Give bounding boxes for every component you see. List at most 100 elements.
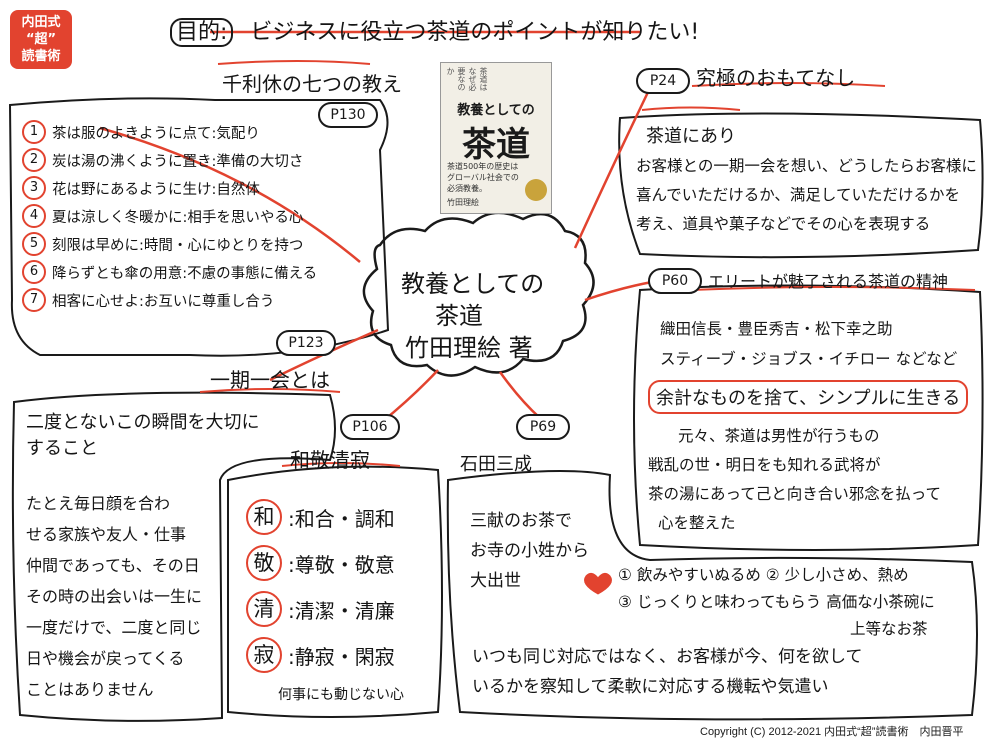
wakei-page: P106 [340, 414, 400, 440]
mitsunari-line3: 大出世 [470, 571, 521, 591]
rikyu-rule-7: 7 相客に心せよ:お互いに尊重し合う [22, 286, 382, 314]
wakei-title: 和敬清寂 [290, 448, 370, 472]
book-title: 茶道 [462, 125, 530, 165]
ichigo-body3: 仲間であっても、その日 [26, 556, 200, 575]
elite-body3: 茶の湯にあって己と向き合い邪念を払って [648, 485, 941, 503]
book-desc1: 茶道500年の歴史は [447, 162, 519, 171]
wakei-text: :和合・調和 [288, 506, 395, 531]
wakei-kanji: 和 [246, 499, 282, 535]
ichigo-body6: 日や機会が戻ってくる [26, 649, 185, 668]
omotenashi-page: P24 [636, 68, 690, 94]
book-subtitle: 教養としての [457, 103, 535, 118]
elite-title: エリートが魅了される茶道の精神 [708, 272, 949, 291]
elite-names1: 織田信長・豊臣秀吉・松下幸之助 [660, 320, 893, 338]
elite-names2: スティーブ・ジョブス・イチロー などなど [660, 350, 958, 368]
book-cover: 茶道はなぜ必要なのか 教養としての 茶道 茶道500年の歴史は グローバル社会で… [440, 62, 552, 214]
ichigo-lead: 二度とないこの瞬間を大切に すること [26, 410, 259, 462]
omotenashi-line2: 喜んでいただけるか、満足していただけるかを [636, 186, 960, 204]
rikyu-rule-6: 6 降らずとも傘の用意:不慮の事態に備える [22, 258, 382, 286]
rule-text: 花は野にあるように生け:自然体 [52, 181, 260, 198]
wakei-text: :清潔・清廉 [288, 598, 395, 623]
mitsunari-line1: 三献のお茶で [470, 511, 572, 531]
ichigo-body4: その時の出会いは一生に [26, 587, 203, 606]
omotenashi-sub: 茶道にあり [646, 126, 736, 147]
elite-body4: 心を整えた [658, 514, 736, 532]
rikyu-rules: 1 茶は服のよきように点て:気配り 2 炭は湯の沸くように置き:準備の大切さ 3 花は… [22, 118, 382, 314]
wakei-text: :静寂・閑寂 [288, 644, 395, 669]
copyright: Copyright (C) 2012-2021 内田式“超”読書術 内田晋平 [700, 726, 964, 738]
wakei-row-2: 敬:尊敬・敬意 [246, 540, 395, 586]
brand-badge: 内田式 “超” 読書術 [10, 10, 72, 69]
rikyu-title: 千利休の七つの教え [222, 72, 402, 96]
elite-page: P60 [648, 268, 702, 294]
rule-number: 4 [22, 204, 46, 228]
wakei-kanji: 寂 [246, 637, 282, 673]
badge-line1: 内田式 [21, 15, 61, 30]
ichigo-body5: 一度だけで、二度と同じ [26, 618, 202, 637]
mitsunari-line2: お寺の小姓から [470, 541, 589, 561]
book-author: 竹田理絵 [447, 198, 479, 207]
elite-body2: 戦乱の世・明日をも知れる武将が [648, 456, 881, 474]
mitsunari-items1: ① 飲みやすいぬるめ ② 少し小さめ、熱め [618, 566, 909, 584]
omotenashi-title: 究極のおもてなし [696, 66, 856, 90]
elite-names: 織田信長・豊臣秀吉・松下幸之助 スティーブ・ジョブス・イチロー などなど [660, 314, 957, 374]
wakei-text: :尊敬・敬意 [288, 552, 395, 577]
badge-line2: “超” [25, 32, 57, 47]
rule-text: 夏は涼しく冬暖かに:相手を思いやる心 [52, 209, 304, 226]
rule-number: 6 [22, 260, 46, 284]
ichigo-body7: ことはありません [26, 680, 154, 699]
ichigo-body: たとえ毎日顔を合わ せる家族や友人・仕事 仲間であっても、その日 その時の出会い… [26, 488, 202, 705]
rule-text: 炭は湯の沸くように置き:準備の大切さ [52, 153, 304, 170]
wakei-kanji: 清 [246, 591, 282, 627]
wakei-rows: 和:和合・調和 敬:尊敬・敬意 清:清潔・清廉 寂:静寂・閑寂 [246, 494, 395, 678]
mitsunari-footer2: いるかを察知して柔軟に対応する機転や気遣い [472, 677, 829, 697]
elite-body1: 元々、茶道は男性が行うもの [678, 427, 880, 445]
rule-number: 2 [22, 148, 46, 172]
wakei-row-4: 寂:静寂・閑寂 [246, 632, 395, 678]
mitsunari-items3: 上等なお茶 [850, 620, 928, 638]
ichigo-title: 一期一会とは [210, 368, 330, 392]
purpose-label: 目的: [170, 18, 234, 47]
book-desc2: グローバル社会での [447, 173, 519, 182]
rule-text: 降らずとも傘の用意:不慮の事態に備える [52, 265, 318, 282]
mitsunari-outline [446, 470, 978, 721]
omotenashi-body: お客様との一期一会を想い、どうしたらお客様に 喜んでいただけるか、満足していただ… [636, 152, 977, 239]
rikyu-rule-2: 2 炭は湯の沸くように置き:準備の大切さ [22, 146, 382, 174]
rule-text: 茶は服のよきように点て:気配り [52, 125, 260, 142]
ichigo-body2: せる家族や友人・仕事 [26, 525, 187, 544]
center-line3: 竹田理絵 著 [405, 334, 533, 362]
omotenashi-line1: お客様との一期一会を想い、どうしたらお客様に [636, 157, 977, 175]
rule-number: 7 [22, 288, 46, 312]
wakei-outline [227, 465, 443, 718]
rule-number: 1 [22, 120, 46, 144]
rule-text: 相客に心せよ:お互いに尊重し合う [52, 293, 275, 310]
mitsunari-story: 三献のお茶で お寺の小姓から 大出世 [470, 506, 589, 596]
wakei-row-3: 清:清潔・清廉 [246, 586, 395, 632]
ichigo-outline [11, 391, 336, 722]
rule-number: 3 [22, 176, 46, 200]
ichigo-lead2: すること [26, 438, 98, 459]
book-seal-icon [525, 179, 547, 201]
heart-icon [584, 572, 612, 595]
center-cloud [362, 211, 595, 377]
title-underlines [199, 60, 976, 467]
rikyu-outline [8, 97, 390, 357]
center-line2: 茶道 [435, 302, 483, 330]
mitsunari-title: 石田三成 [460, 454, 532, 475]
rikyu-rule-4: 4 夏は涼しく冬暖かに:相手を思いやる心 [22, 202, 382, 230]
mitsunari-footer: いつも同じ対応ではなく、お客様が今、何を欲して いるかを察知して柔軟に対応する機… [472, 642, 863, 702]
mitsunari-page: P69 [516, 414, 570, 440]
rikyu-rule-3: 3 花は野にあるように生け:自然体 [22, 174, 382, 202]
wakei-row-1: 和:和合・調和 [246, 494, 395, 540]
book-series: 茶道はなぜ必要なのか [446, 67, 488, 91]
badge-line3: 読書術 [21, 49, 61, 64]
rule-number: 5 [22, 232, 46, 256]
omotenashi-line3: 考え、道具や菓子などでその心を表現する [636, 215, 931, 233]
rikyu-rule-1: 1 茶は服のよきように点て:気配り [22, 118, 382, 146]
ichigo-page: P123 [276, 330, 336, 356]
center-line1: 教養としての [401, 270, 545, 298]
mitsunari-items: ① 飲みやすいぬるめ ② 少し小さめ、熱め ③ じっくりと味わってもらう 高価な… [618, 562, 935, 643]
wakei-note: 何事にも動じない心 [278, 687, 404, 703]
